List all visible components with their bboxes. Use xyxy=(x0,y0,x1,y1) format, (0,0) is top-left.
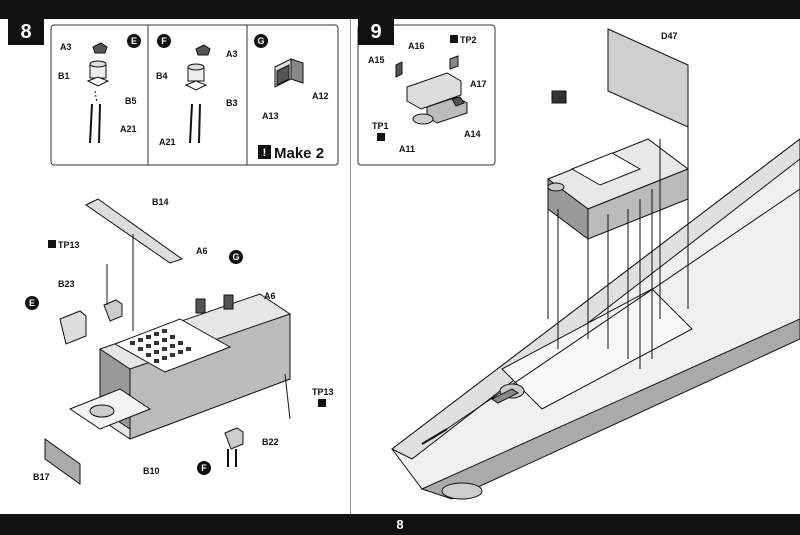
part-label: A21 xyxy=(120,124,137,134)
part-label: B3 xyxy=(226,98,238,108)
part-label: A6 xyxy=(264,291,276,301)
top-bar xyxy=(0,0,800,19)
part-label: A17 xyxy=(470,79,487,89)
sub-e-letter: E xyxy=(131,36,137,46)
sub-f-marker xyxy=(197,461,211,475)
step-9-panel: A15 A16 TP2 A17 TP1 A14 A11 xyxy=(352,19,800,514)
tp-marker-icon xyxy=(318,399,326,407)
tp-marker-icon xyxy=(450,35,458,43)
sub-g-marker xyxy=(254,34,268,48)
part-label: B5 xyxy=(125,96,137,106)
part-label: A13 xyxy=(262,111,279,121)
subassembly-e-drawing xyxy=(86,42,110,144)
part-label: B22 xyxy=(262,437,279,447)
part-label: A15 xyxy=(368,55,385,65)
part-label: A3 xyxy=(226,49,238,59)
part-label: A11 xyxy=(399,144,415,154)
part-label: A12 xyxy=(312,91,329,101)
sub-g-marker xyxy=(229,250,243,264)
part-label: B17 xyxy=(33,472,50,482)
part-label: B14 xyxy=(152,197,169,207)
tp-marker-icon xyxy=(48,240,56,248)
step-8-number: 8 xyxy=(8,19,44,45)
step-8-diagram: E A3 B1 B5 A21 F A3 B4 B3 A21 G A13 A12 xyxy=(25,24,339,485)
part-label: A21 xyxy=(159,137,176,147)
hull-drawing xyxy=(391,138,800,500)
part-label: A16 xyxy=(408,41,425,51)
sub-f-marker xyxy=(157,34,171,48)
guide-lines xyxy=(547,127,689,369)
sub-f-letter: F xyxy=(161,36,167,46)
sub-g-letter: G xyxy=(232,252,239,262)
part-label: TP13 xyxy=(312,387,334,397)
part-label: B10 xyxy=(143,466,160,476)
svg-text:!: ! xyxy=(263,147,267,159)
part-label: A6 xyxy=(196,246,208,256)
part-label: TP13 xyxy=(58,240,80,250)
step-9-number: 9 xyxy=(358,19,394,45)
part-label: TP1 xyxy=(372,121,389,131)
inset-box xyxy=(50,24,339,166)
part-label: B4 xyxy=(156,71,168,81)
step-9-diagram: A15 A16 TP2 A17 TP1 A14 A11 xyxy=(357,24,800,500)
make-2-note: Make 2 xyxy=(274,145,324,162)
step-8-panel: E A3 B1 B5 A21 F A3 B4 B3 A21 G A13 A12 xyxy=(0,19,351,514)
deckhouse-assembly-drawing xyxy=(44,198,291,485)
part-label: TP2 xyxy=(460,35,477,45)
sub-e-marker xyxy=(25,296,39,310)
part-label: B23 xyxy=(58,279,75,289)
mount-assembly-drawing xyxy=(395,55,468,125)
subassembly-g-drawing xyxy=(274,58,304,88)
subassembly-f-drawing xyxy=(184,44,211,144)
sub-e-marker xyxy=(127,34,141,48)
page-number: 8 xyxy=(0,514,800,535)
part-label: D47 xyxy=(661,31,678,41)
part-label: B1 xyxy=(58,71,70,81)
sub-f-letter: F xyxy=(201,463,207,473)
tp-marker-icon xyxy=(377,133,385,141)
part-label: A14 xyxy=(464,129,481,139)
warning-icon xyxy=(258,145,271,159)
sub-g-letter: G xyxy=(257,36,264,46)
superstructure-drawing xyxy=(546,28,690,240)
sub-e-letter: E xyxy=(29,298,35,308)
inset-box xyxy=(357,24,496,166)
part-label: A3 xyxy=(60,42,72,52)
